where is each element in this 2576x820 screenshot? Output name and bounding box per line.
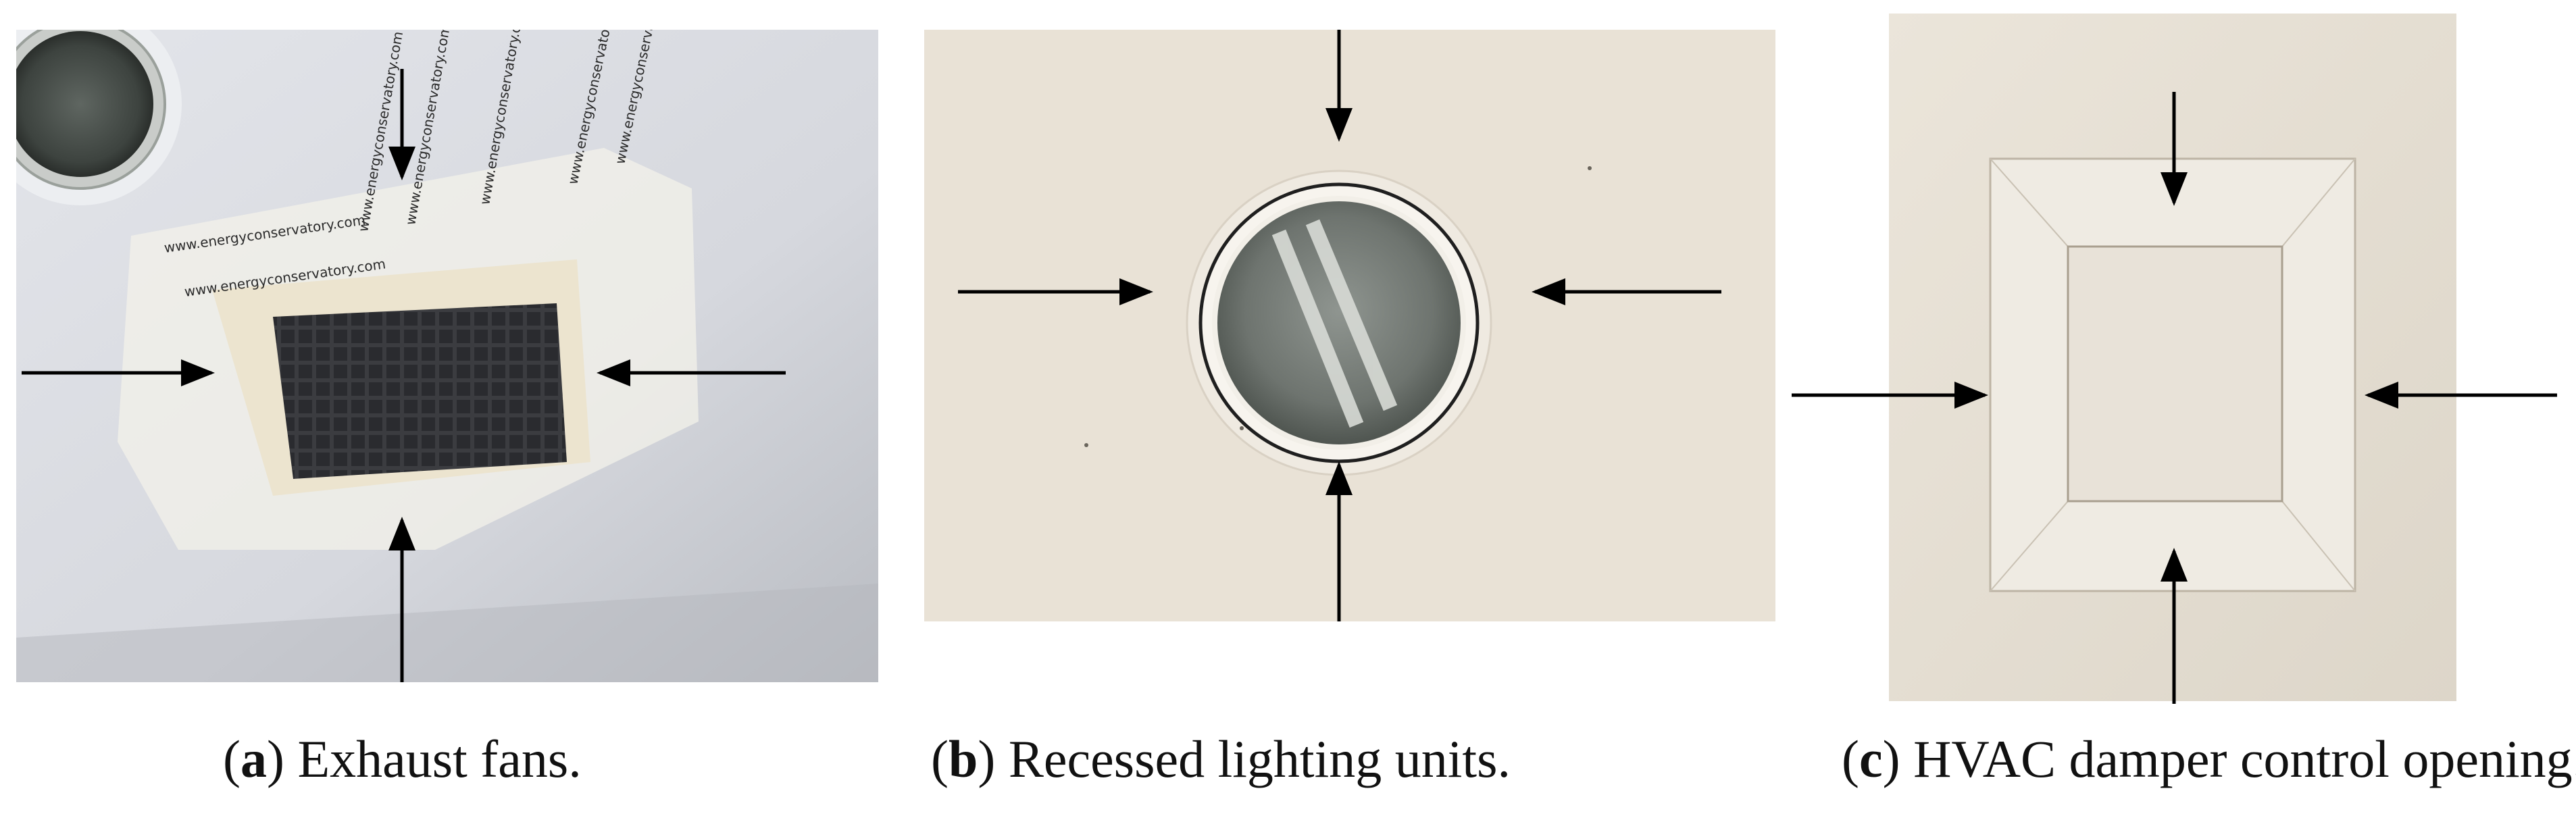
caption-letter: b — [948, 729, 978, 788]
caption-a: (a) Exhaust fans. — [223, 729, 582, 788]
photo-recessed-light — [924, 30, 1775, 621]
caption-letter: a — [240, 729, 267, 788]
caption-text: Exhaust fans. — [297, 729, 582, 788]
caption-text: HVAC damper control opening. — [1913, 729, 2576, 788]
caption-letter: c — [1859, 729, 1883, 788]
caption-c: (c) HVAC damper control opening. — [1842, 733, 2576, 786]
caption-text: Recessed lighting units. — [1008, 729, 1511, 788]
photo-hvac-damper — [1889, 14, 2456, 701]
caption-b: (b) Recessed lighting units. — [931, 729, 1511, 788]
photo-exhaust-fan: www.energyconservatory.com www.energycon… — [16, 30, 878, 682]
